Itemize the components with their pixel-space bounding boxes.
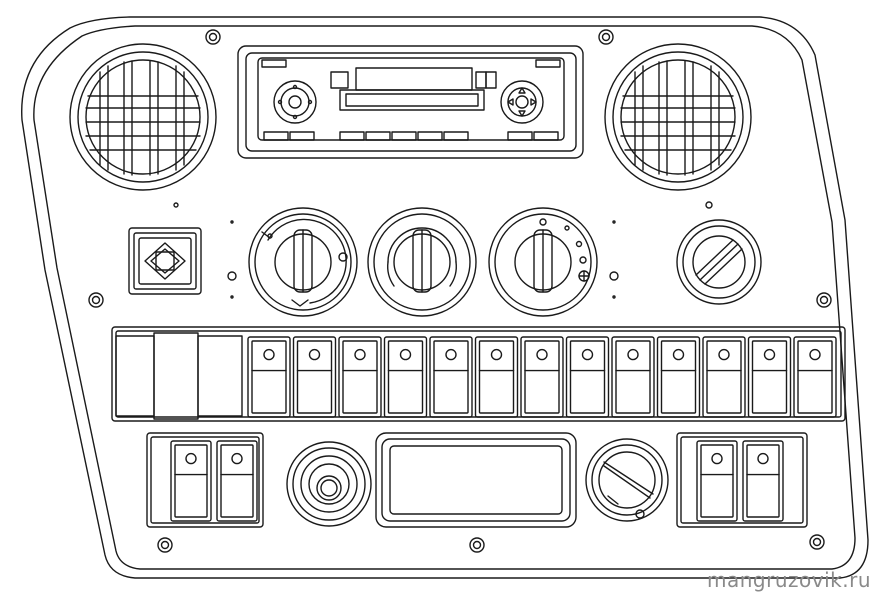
temperature-icon xyxy=(339,253,347,261)
radio-corner-tab-left xyxy=(262,60,286,67)
vent-louvers-left xyxy=(86,61,200,175)
rocker-switch-main-5[interactable] xyxy=(430,337,472,417)
rocker-switch-lower-left-2[interactable] xyxy=(217,441,257,521)
rocker-switch-main-10[interactable] xyxy=(658,337,700,417)
cigarette-lighter[interactable] xyxy=(677,220,761,304)
rotary-knob-temperature[interactable] xyxy=(249,208,357,316)
radio-corner-tab-right xyxy=(536,60,560,67)
blank-switch-plate-2 xyxy=(154,333,198,419)
display-panel xyxy=(376,433,576,527)
mounting-screws xyxy=(89,30,831,552)
rocker-switch-main-4[interactable] xyxy=(385,337,427,417)
air-vent-left[interactable] xyxy=(70,44,216,190)
hazard-switch-button[interactable] xyxy=(129,228,201,294)
screw-upper-right-small xyxy=(706,202,712,208)
fan-icon xyxy=(579,271,589,281)
fan-speed-marks xyxy=(540,219,586,263)
screw-mid-left xyxy=(89,293,103,307)
rocker-switch-main-3[interactable] xyxy=(339,337,381,417)
gauge-needle xyxy=(604,462,653,494)
vent-louvers-right xyxy=(621,61,735,175)
radio-unit[interactable] xyxy=(238,46,583,158)
blank-switch-plate-1 xyxy=(116,336,154,416)
rocker-switch-main-9[interactable] xyxy=(612,337,654,417)
rotary-knob-fan-speed[interactable] xyxy=(489,208,597,316)
rocker-switch-lower-right-2[interactable] xyxy=(743,441,783,521)
blank-switch-plate-3 xyxy=(198,336,242,416)
rocker-switch-pair-left xyxy=(147,433,263,527)
joystick-control[interactable] xyxy=(287,442,371,526)
screw-upper-left-small xyxy=(174,203,178,207)
watermark-text: mangruzovik.ru xyxy=(707,568,871,592)
rocker-switch-main-8[interactable] xyxy=(567,337,609,417)
radio-right-knob-icon[interactable] xyxy=(501,81,543,123)
screw-bottom-right xyxy=(810,535,824,549)
indicator-dots xyxy=(228,221,618,298)
rocker-switch-lower-right-1[interactable] xyxy=(697,441,737,521)
panel-outline xyxy=(22,17,868,578)
rocker-switch-lower-left-1[interactable] xyxy=(171,441,211,521)
round-gauge xyxy=(586,439,668,521)
air-vent-right[interactable] xyxy=(605,44,751,190)
rocker-switch-main-12[interactable] xyxy=(749,337,791,417)
rocker-switch-main-7[interactable] xyxy=(521,337,563,417)
radio-cassette-slot xyxy=(340,68,484,110)
screw-bottom-center xyxy=(470,538,484,552)
rocker-switch-main-13[interactable] xyxy=(794,337,836,417)
radio-preset-buttons[interactable] xyxy=(264,132,558,140)
screw-top-right xyxy=(599,30,613,44)
rotary-knob-air-distribution[interactable] xyxy=(368,208,476,316)
screw-bottom-left xyxy=(158,538,172,552)
rocker-switch-main-6[interactable] xyxy=(476,337,518,417)
rocker-switch-pair-right xyxy=(677,433,807,527)
hazard-triangle-icon xyxy=(145,243,185,279)
radio-small-button-left xyxy=(331,72,348,88)
rocker-switch-bank-main xyxy=(112,327,845,421)
radio-left-knob-icon[interactable] xyxy=(274,81,316,123)
screw-top-left xyxy=(206,30,220,44)
rocker-switch-main-11[interactable] xyxy=(703,337,745,417)
radio-small-buttons-right xyxy=(476,72,496,88)
screw-mid-right xyxy=(817,293,831,307)
rocker-switch-main-2[interactable] xyxy=(294,337,336,417)
rocker-switch-main-1[interactable] xyxy=(248,337,290,417)
